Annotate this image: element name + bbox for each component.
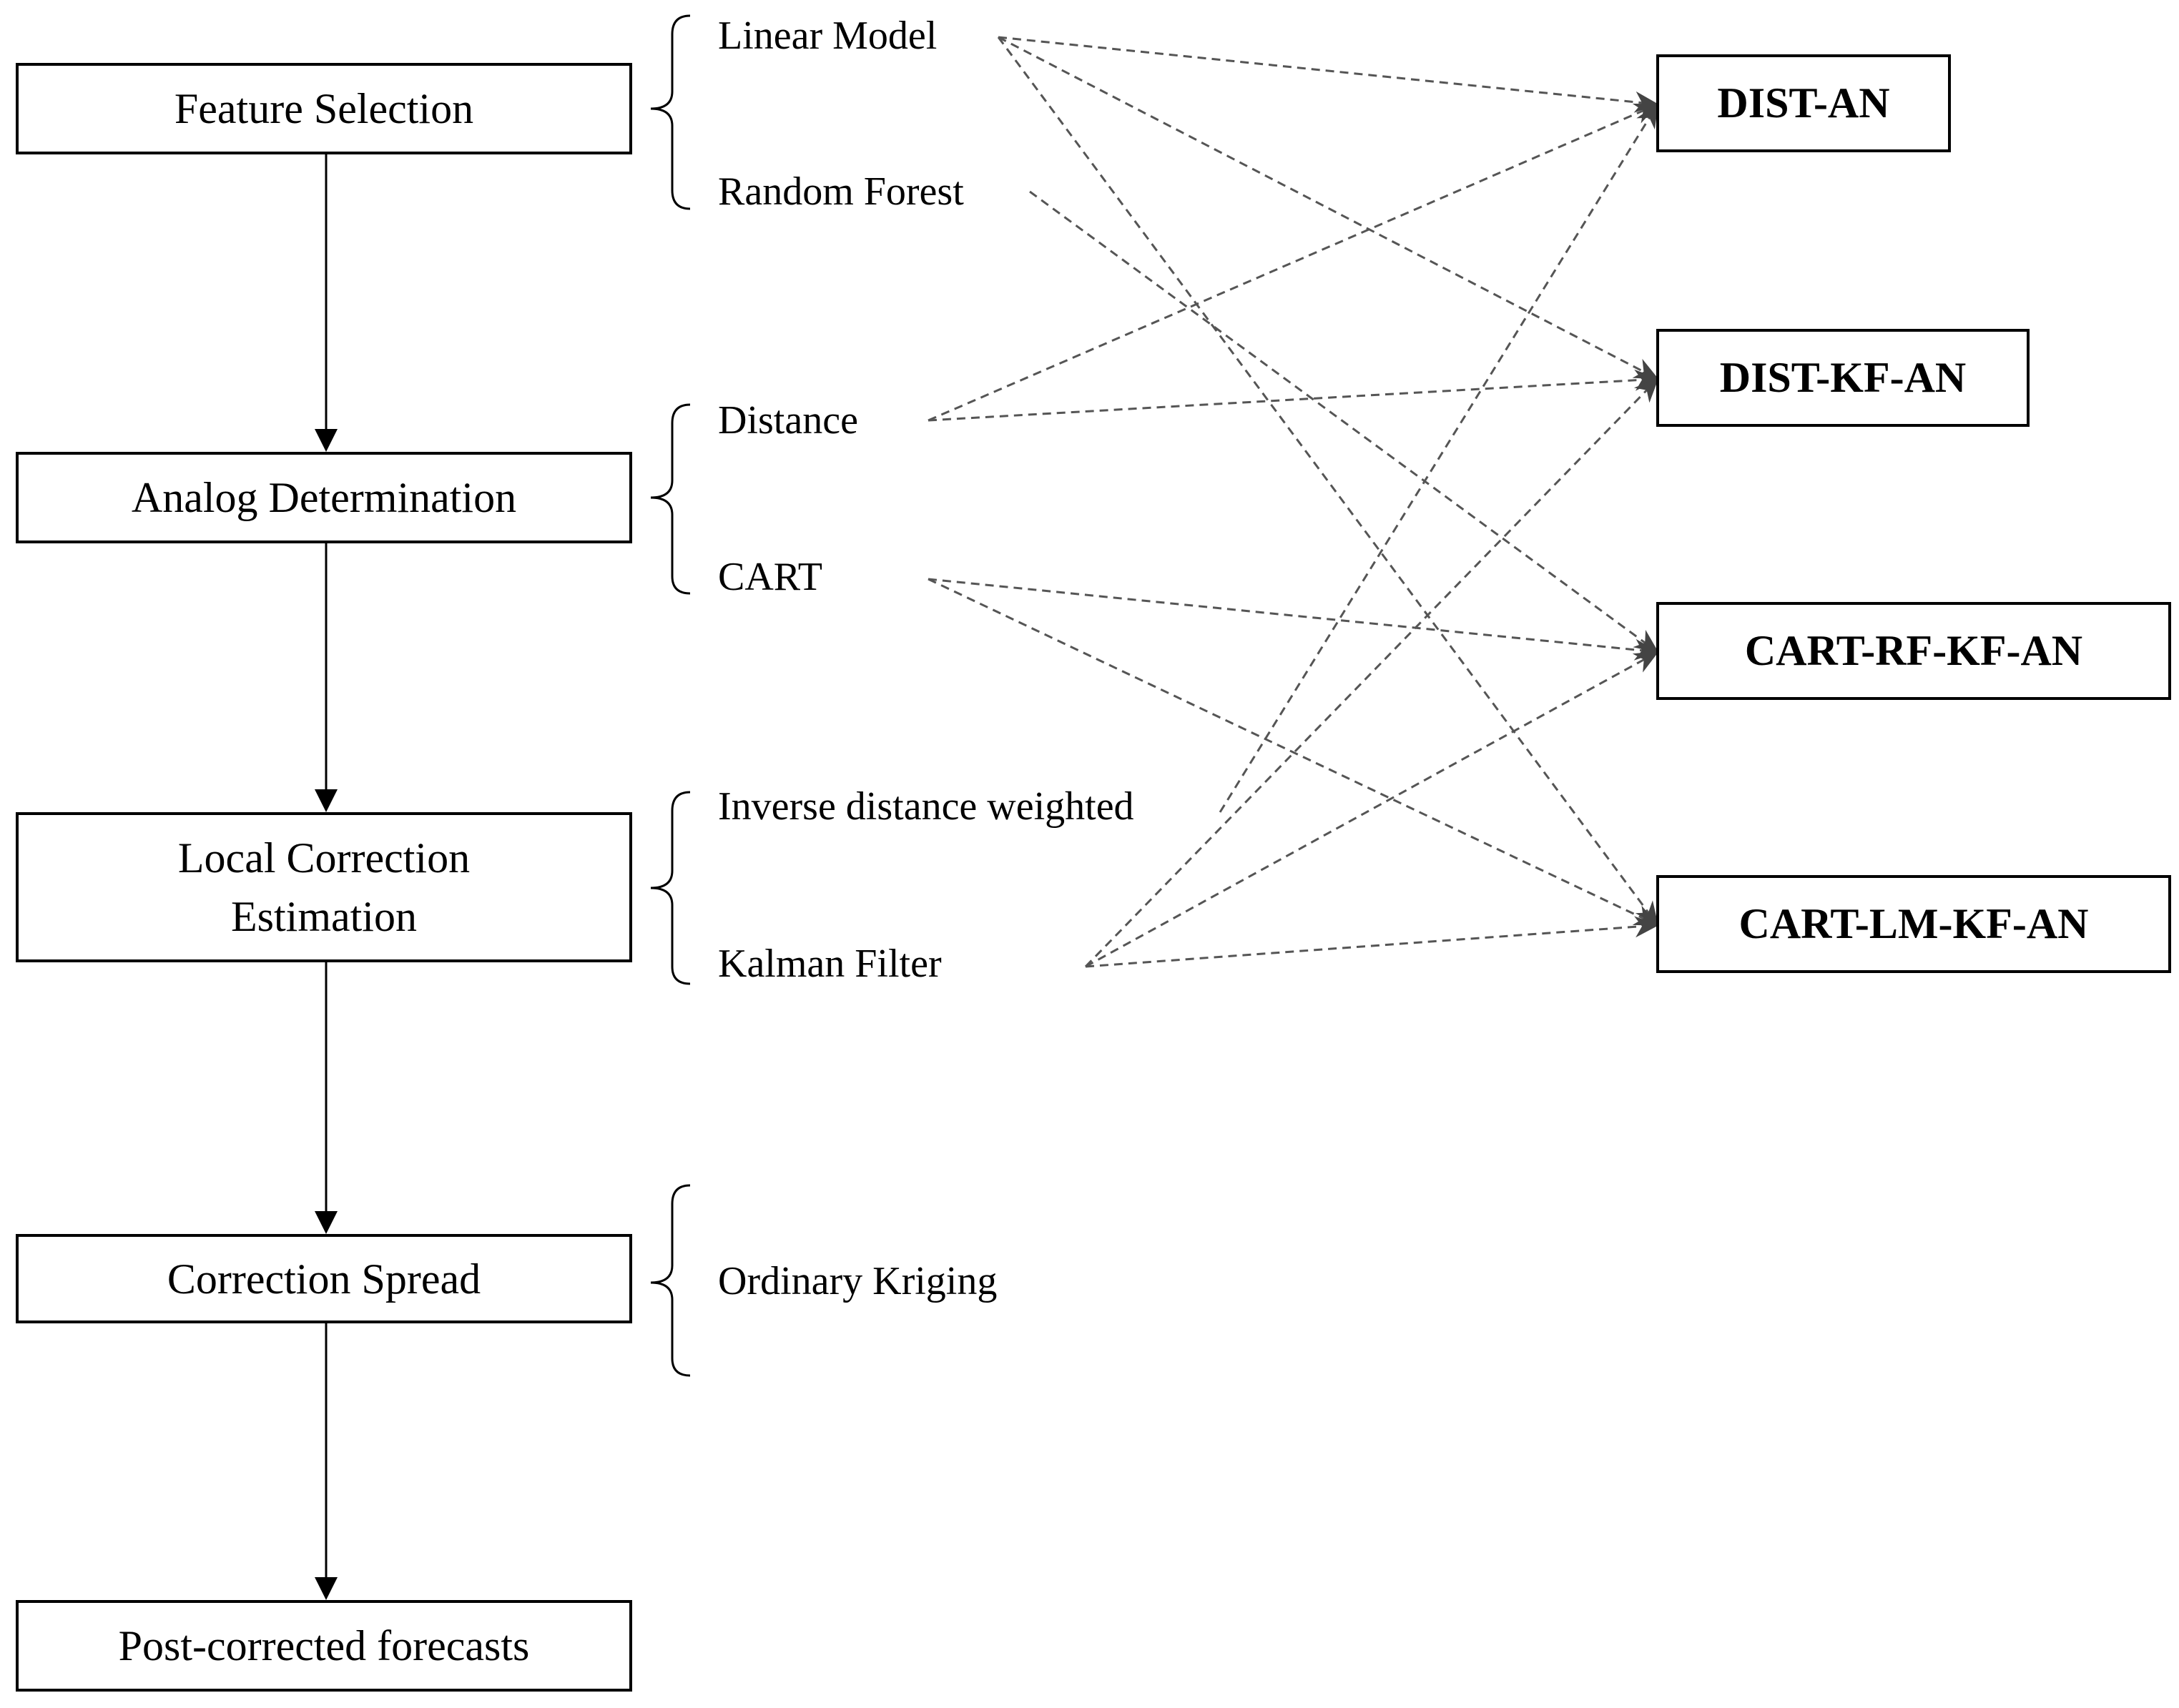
flow-arrows (315, 154, 338, 1600)
link-linear-model-dist-kf-an (998, 36, 1659, 380)
variant-label: DIST-KF-AN (1719, 354, 1967, 401)
step-label: Local Correction Estimation (177, 834, 471, 940)
link-kalman-cart-lm-kf-an (1085, 916, 1659, 968)
step-post-corrected-forecasts: Post-corrected forecasts (16, 1600, 632, 1692)
braces (650, 14, 691, 1377)
step-label: Feature Selection (174, 85, 474, 132)
link-kalman-dist-kf-an (1084, 377, 1659, 968)
method-ordinary-kriging: Ordinary Kriging (718, 1259, 998, 1303)
method-cart: CART (718, 555, 822, 599)
step-feature-selection: Feature Selection (16, 63, 632, 154)
step-label: Correction Spread (167, 1255, 481, 1303)
link-cart-cart-rf-kf-an (928, 578, 1659, 661)
variant-dist-kf-an: DIST-KF-AN (1656, 329, 2030, 427)
link-idw-dist-an (1219, 103, 1659, 813)
brace-analog-determination (650, 403, 691, 595)
method-random-forest: Random Forest (718, 169, 964, 214)
step-local-correction-estimation: Local Correction Estimation (16, 812, 632, 962)
flow-arrowhead-4 (315, 1577, 338, 1600)
link-cart-cart-lm-kf-an (928, 578, 1659, 927)
variant-label: CART-LM-KF-AN (1738, 900, 2089, 947)
method-linear-model: Linear Model (718, 14, 938, 58)
link-kalman-cart-rf-kf-an (1085, 651, 1659, 968)
variant-label: DIST-AN (1717, 79, 1890, 127)
brace-local-correction (650, 791, 691, 985)
brace-feature-selection (650, 14, 691, 210)
link-random-forest-cart-rf-kf-an (1029, 190, 1659, 653)
variant-label: CART-RF-KF-AN (1744, 627, 2083, 674)
method-inverse-distance-weighted: Inverse distance weighted (718, 784, 1134, 829)
link-linear-model-dist-an (998, 36, 1659, 113)
link-linear-model-cart-lm-kf-an (997, 36, 1659, 927)
link-distance-dist-an (928, 103, 1659, 422)
step-correction-spread: Correction Spread (16, 1234, 632, 1323)
method-links (928, 36, 1659, 968)
method-kalman-filter: Kalman Filter (718, 942, 942, 986)
step-label: Post-corrected forecasts (118, 1622, 530, 1669)
variant-cart-rf-kf-an: CART-RF-KF-AN (1656, 602, 2171, 700)
variant-dist-an: DIST-AN (1656, 54, 1951, 152)
step-label: Analog Determination (131, 474, 517, 521)
brace-correction-spread (650, 1184, 691, 1377)
method-distance: Distance (718, 398, 858, 443)
flow-arrowhead-1 (315, 429, 338, 452)
flow-arrowhead-2 (315, 789, 338, 812)
variant-cart-lm-kf-an: CART-LM-KF-AN (1656, 875, 2171, 973)
step-analog-determination: Analog Determination (16, 452, 632, 543)
flow-arrowhead-3 (315, 1211, 338, 1234)
link-distance-dist-kf-an (928, 369, 1659, 422)
